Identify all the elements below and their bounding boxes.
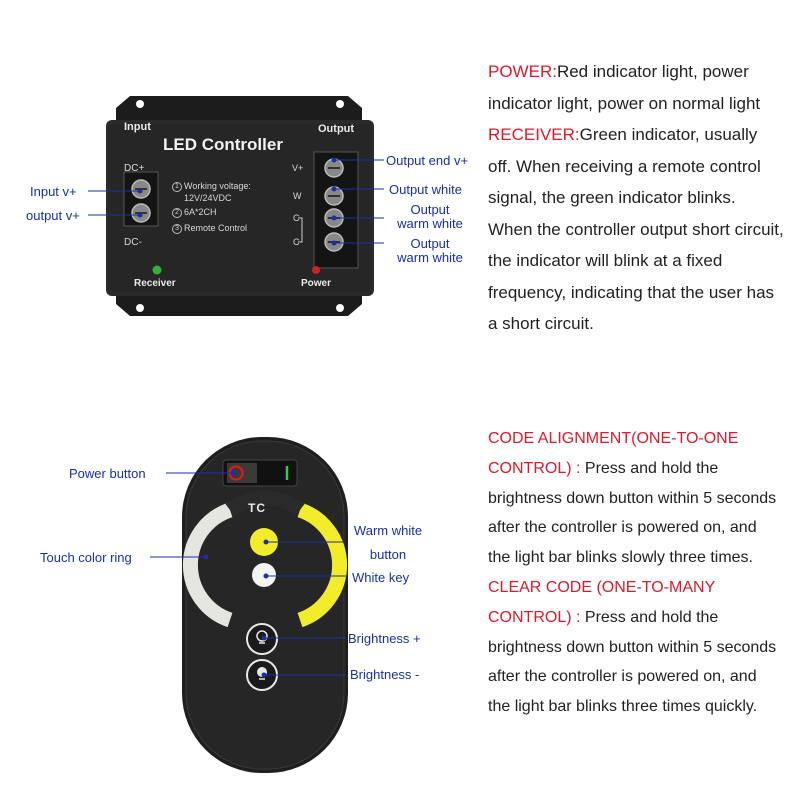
- callout-line: button: [369, 547, 407, 562]
- callout-input-v-plus: Input v+: [30, 184, 77, 199]
- callout-power-button: Power button: [69, 466, 146, 481]
- power-heading: POWER:: [488, 62, 557, 81]
- receiver-text: Green indicator, usually off. When recei…: [488, 125, 784, 333]
- callout-output-warm-white-2: Output warm white: [388, 237, 472, 265]
- receiver-label: Receiver: [134, 278, 176, 289]
- input-label: Input: [124, 121, 151, 133]
- callout-line: warm white: [397, 216, 463, 231]
- code-alignment-heading: CODE ALIGNMENT(ONE-TO-ONE CONTROL) :: [488, 430, 739, 477]
- callout-brightness-down: Brightness -: [350, 667, 420, 682]
- spec-line-2: 12V/24VDC: [184, 193, 232, 203]
- power-text: Red indicator light, power indicator lig…: [488, 62, 761, 113]
- power-label: Power: [301, 278, 332, 289]
- callout-output-v-plus: output v+: [26, 208, 80, 223]
- remote-logo: TC: [248, 501, 266, 515]
- dc-minus-label: DC-: [124, 237, 142, 248]
- callout-touch-color-ring: Touch color ring: [40, 550, 132, 565]
- clear-code-heading: CLEAR CODE (ONE-TO-MANY CONTROL) :: [488, 578, 715, 626]
- callout-warm-white-button: Warm white button: [343, 519, 433, 567]
- indicator-description: POWER:Red indicator light, power indicat…: [488, 56, 784, 340]
- spec-line-4: Remote Control: [184, 223, 248, 233]
- callout-output-warm-white-1: Output warm white: [388, 203, 472, 231]
- callout-line: warm white: [397, 250, 463, 265]
- terminal-label-c2: C: [293, 237, 300, 247]
- callout-output-end-v-plus: Output end v+: [386, 153, 469, 168]
- callout-line: Output: [410, 202, 450, 217]
- spec-line-3: 6A*2CH: [184, 207, 217, 217]
- callout-line: Output: [410, 236, 450, 251]
- callout-output-white: Output white: [389, 182, 462, 197]
- controller-title: LED Controller: [163, 135, 283, 154]
- callout-brightness-up: Brightness +: [348, 631, 421, 646]
- terminal-label-v-plus: V+: [292, 163, 304, 173]
- spec-number-3: 3: [172, 224, 182, 234]
- spec-number-2: 2: [172, 208, 182, 218]
- code-alignment-text: Press and hold the brightness down butto…: [488, 459, 777, 567]
- controller-graphic: [106, 96, 374, 316]
- dc-plus-label: DC+: [124, 163, 145, 174]
- callout-white-key: White key: [352, 570, 410, 585]
- receiver-heading: RECEIVER:: [488, 125, 580, 144]
- spec-line-1: Working voltage:: [184, 181, 251, 191]
- terminal-label-w: W: [293, 191, 302, 201]
- callout-line: Warm white: [353, 523, 423, 538]
- terminal-label-c1: C: [293, 213, 300, 223]
- remote-graphic: [182, 437, 348, 773]
- pairing-description: CODE ALIGNMENT(ONE-TO-ONE CONTROL) : Pre…: [488, 424, 778, 722]
- spec-number-1: 1: [172, 182, 182, 192]
- clear-code-text: Press and hold the brightness down butto…: [488, 608, 777, 716]
- output-label: Output: [318, 123, 355, 135]
